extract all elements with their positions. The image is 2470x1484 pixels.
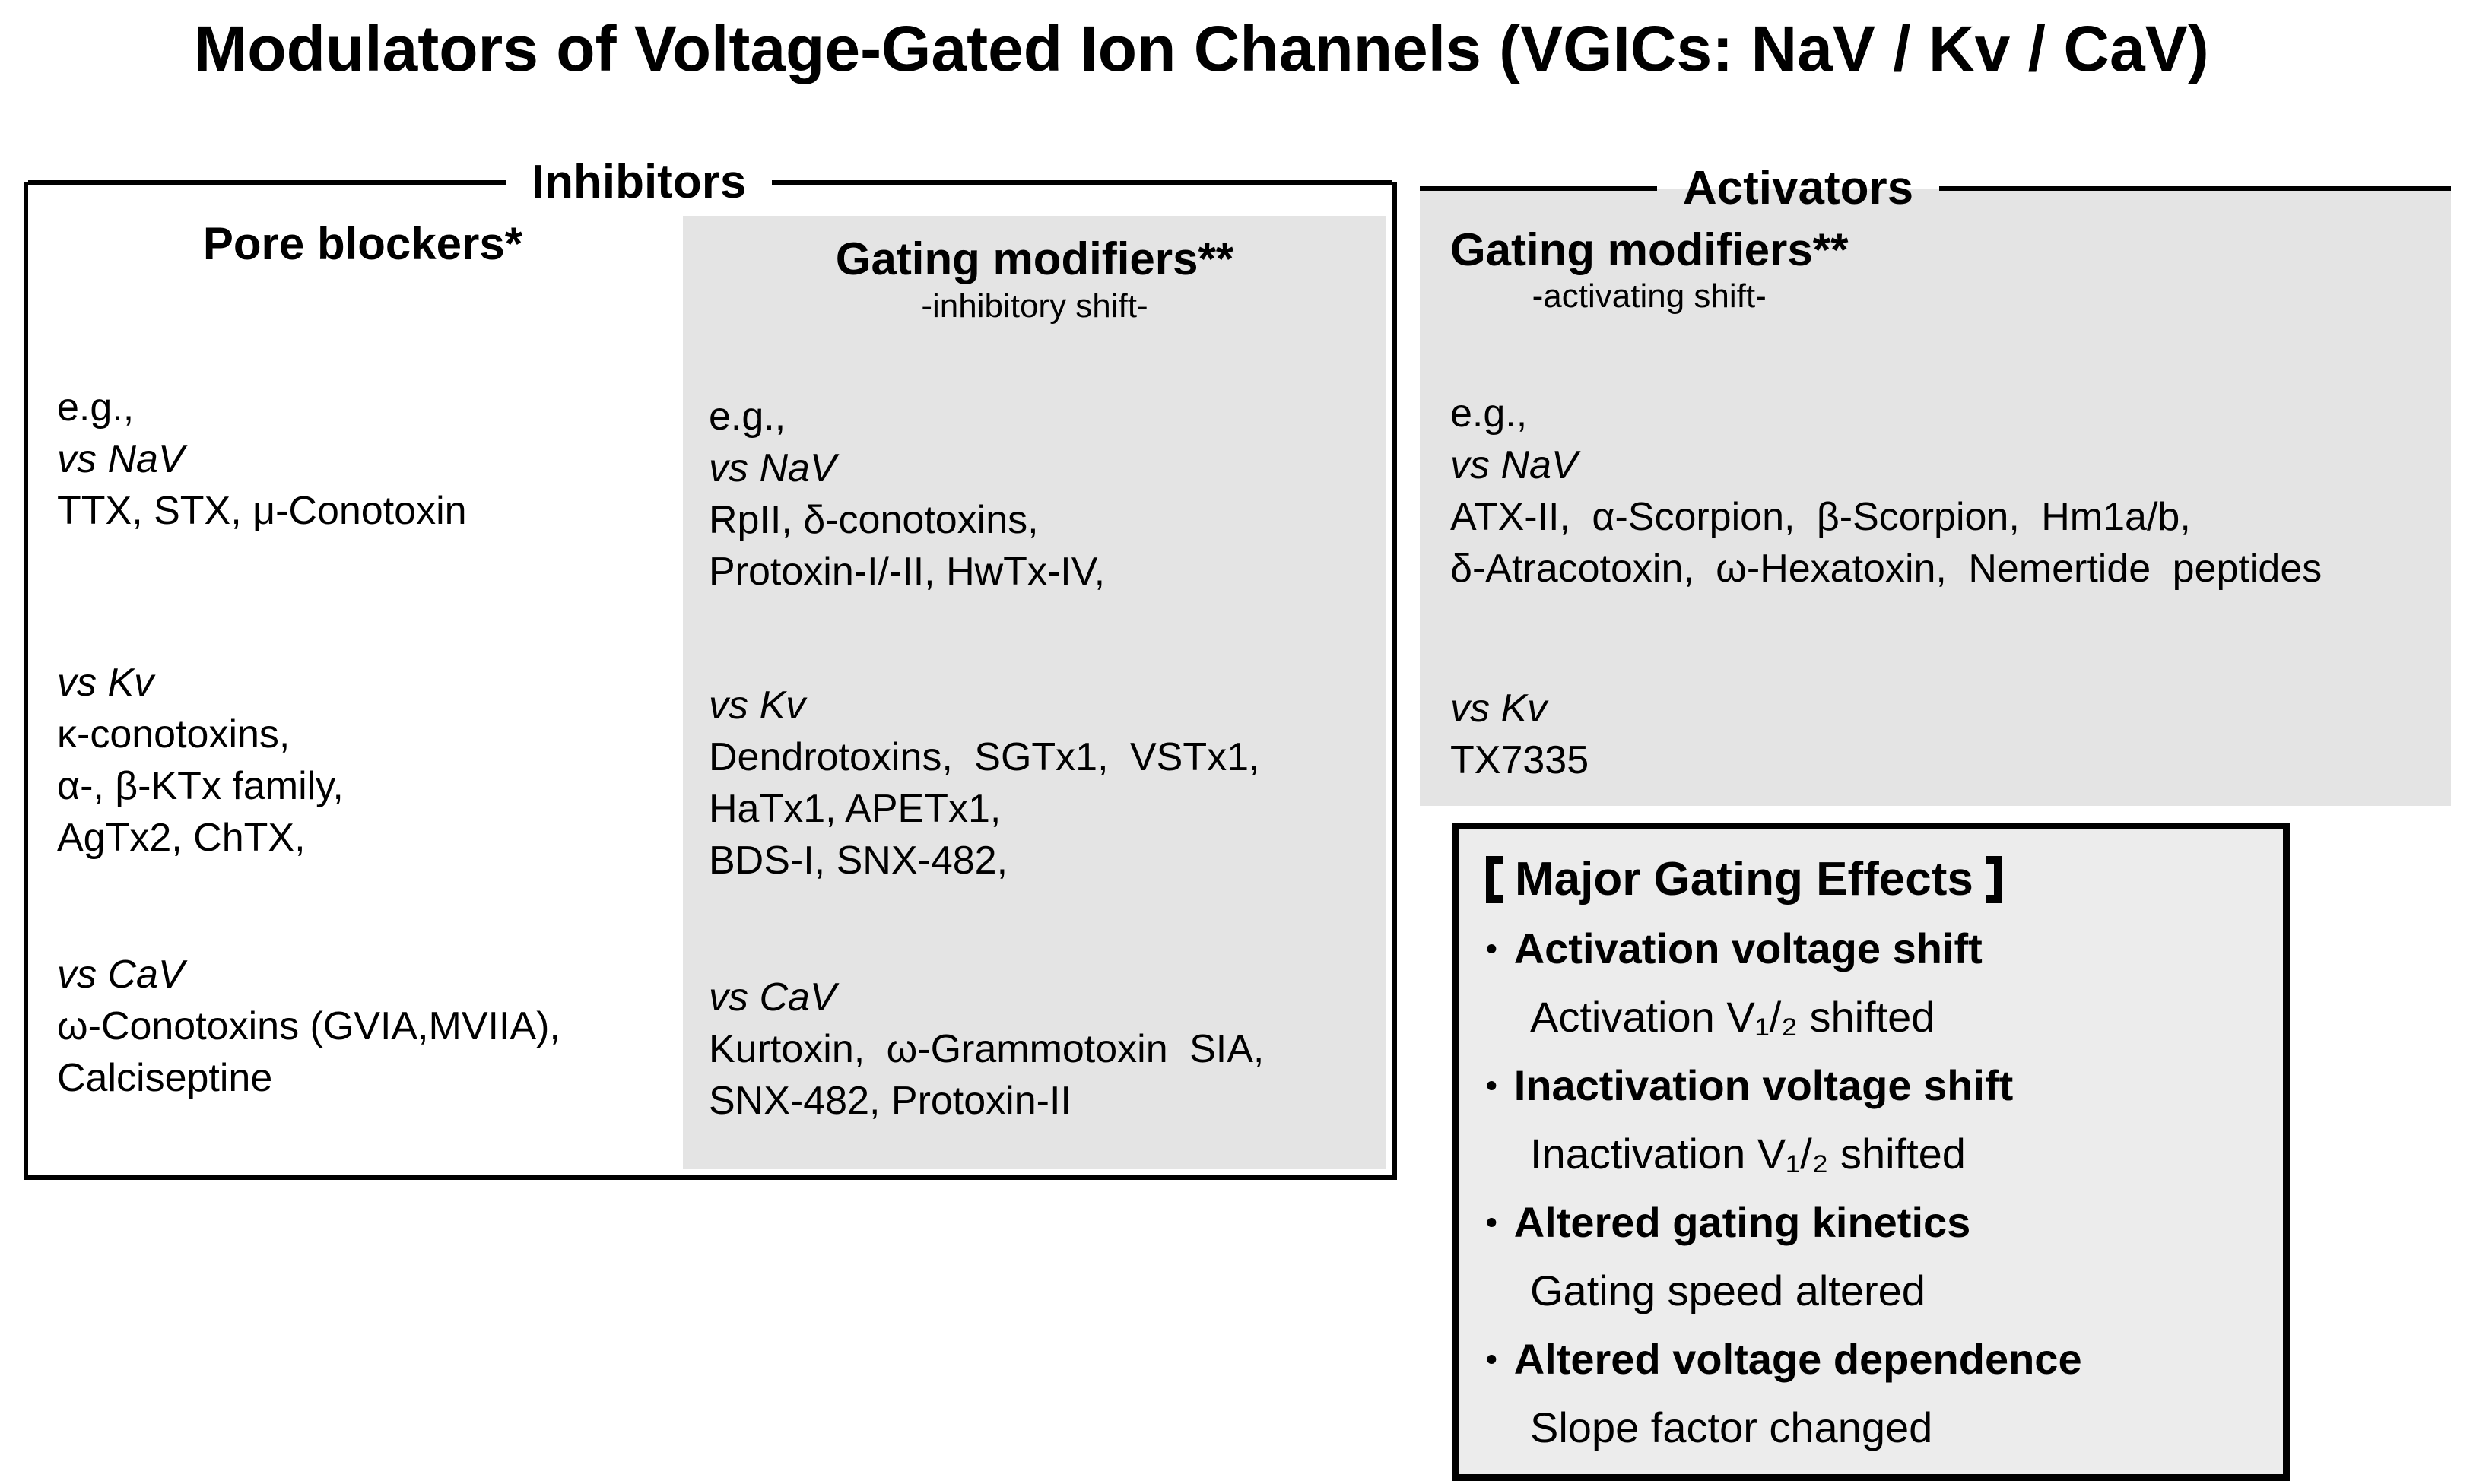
inhibitors-label: Inhibitors [531, 156, 747, 208]
effect-description: Activation V₁/₂ shifted [1530, 993, 1935, 1041]
kv-toxins-line: TX7335 [1450, 738, 1589, 782]
nav-toxins-line: δ-Atracotoxin, ω-Hexatoxin, Nemertide pe… [1450, 547, 2322, 591]
kv-toxins-line: Dendrotoxins, SGTx1, VSTx1, [709, 735, 1260, 779]
vs-kv-label: vs Kv [709, 683, 806, 728]
activating-shift-subheader: -activating shift- [1532, 277, 1767, 315]
legend-line [28, 180, 506, 185]
inhibitors-legend: Inhibitors [28, 153, 1392, 212]
effect-title-text: Activation voltage shift [1513, 924, 1983, 972]
inhibitory-shift-subheader: -inhibitory shift- [921, 287, 1148, 325]
kv-toxins-line: AgTx2, ChTX, [57, 816, 306, 860]
cav-toxins-line: ω-Conotoxins (GVIA,MVIIA), [57, 1004, 560, 1048]
bullet-icon: • [1486, 1204, 1497, 1240]
vs-kv-label: vs Kv [1450, 687, 1548, 731]
cav-toxins-line: SNX-482, Protoxin-II [709, 1079, 1071, 1123]
inhibitors-panel: Inhibitors Pore blockers* e.g., vs NaV T… [24, 156, 1397, 1180]
pore-blockers-list: e.g., vs NaV TTX, STX, μ-Conotoxin vs Kv… [57, 382, 560, 1104]
effect-title: • Activation voltage shift [1486, 915, 2256, 983]
gating-modifiers-header: Gating modifiers** [835, 233, 1234, 284]
kv-toxins-line: α-, β-KTx family, [57, 764, 344, 808]
nav-toxins-line: Protoxin-I/-II, HwTx-IV, [709, 550, 1106, 594]
nav-toxins-line: TTX, STX, μ-Conotoxin [57, 489, 467, 533]
effect-description: Slope factor changed [1530, 1403, 1933, 1451]
bullet-icon: • [1486, 1341, 1497, 1377]
legend-line [1420, 186, 1657, 191]
vs-nav-label: vs NaV [57, 437, 185, 481]
effects-title-text: Major Gating Effects [1515, 853, 1973, 905]
eg-label: e.g., [57, 385, 135, 430]
pore-blockers-header: Pore blockers* [202, 218, 523, 269]
effect-title-text: Altered gating kinetics [1513, 1198, 1971, 1246]
effect-title: • Inactivation voltage shift [1486, 1051, 2256, 1120]
nav-toxins-line: RpII, δ-conotoxins, [709, 498, 1039, 542]
effect-description: Gating speed altered [1530, 1267, 1926, 1314]
figure-title: Modulators of Voltage-Gated Ion Channels… [194, 13, 2209, 84]
gating-modifiers-activating-header-group: Gating modifiers** -activating shift- [1450, 223, 1848, 316]
activators-label: Activators [1682, 162, 1914, 214]
effect-item: • Altered gating kinetics Gating speed a… [1486, 1188, 2256, 1325]
major-gating-effects-box: Major Gating Effects • Activation voltag… [1452, 823, 2290, 1481]
activators-panel: Activators Gating modifiers** -activatin… [1420, 162, 2451, 806]
gating-modifiers-inhibitory-list: e.g., vs NaV RpII, δ-conotoxins, Protoxi… [709, 391, 1386, 1127]
vs-cav-label: vs CaV [709, 975, 837, 1019]
gating-modifiers-inhibitory-column: Gating modifiers** -inhibitory shift- e.… [683, 216, 1386, 1169]
eg-label: e.g., [709, 395, 786, 439]
major-gating-effects-title: Major Gating Effects [1486, 849, 2256, 910]
effect-title: • Altered gating kinetics [1486, 1188, 2256, 1257]
vs-kv-label: vs Kv [57, 661, 154, 705]
effect-title: • Altered voltage dependence [1486, 1325, 2256, 1394]
vs-nav-label: vs NaV [709, 446, 837, 490]
effect-title-text: Altered voltage dependence [1513, 1335, 2082, 1383]
effect-title-text: Inactivation voltage shift [1513, 1061, 2014, 1109]
effect-item: • Altered voltage dependence Slope facto… [1486, 1325, 2256, 1462]
close-lens-bracket-icon [1985, 856, 2002, 903]
kv-toxins-line: BDS-I, SNX-482, [709, 839, 1008, 883]
kv-toxins-line: κ-conotoxins, [57, 712, 290, 756]
activators-legend: Activators [1420, 159, 2451, 218]
bullet-icon: • [1486, 931, 1497, 966]
bullet-icon: • [1486, 1067, 1497, 1103]
legend-line [772, 180, 1392, 185]
legend-line [1939, 186, 2451, 191]
open-lens-bracket-icon [1486, 856, 1503, 903]
cav-toxins-line: Calciseptine [57, 1056, 273, 1100]
effect-description: Inactivation V₁/₂ shifted [1530, 1130, 1966, 1178]
eg-label: e.g., [1450, 392, 1528, 436]
effect-item: • Activation voltage shift Activation V₁… [1486, 915, 2256, 1051]
vs-cav-label: vs CaV [57, 953, 185, 997]
kv-toxins-line: HaTx1, APETx1, [709, 787, 1002, 831]
gating-modifiers-header: Gating modifiers** [1450, 224, 1849, 275]
cav-toxins-line: Kurtoxin, ω-Grammotoxin SIA, [709, 1027, 1265, 1071]
nav-toxins-line: ATX-II, α-Scorpion, β-Scorpion, Hm1a/b, [1450, 495, 2191, 539]
effect-item: • Inactivation voltage shift Inactivatio… [1486, 1051, 2256, 1188]
vs-nav-label: vs NaV [1450, 443, 1578, 487]
gating-modifiers-activating-list: e.g., vs NaV ATX-II, α-Scorpion, β-Scorp… [1450, 388, 2451, 786]
